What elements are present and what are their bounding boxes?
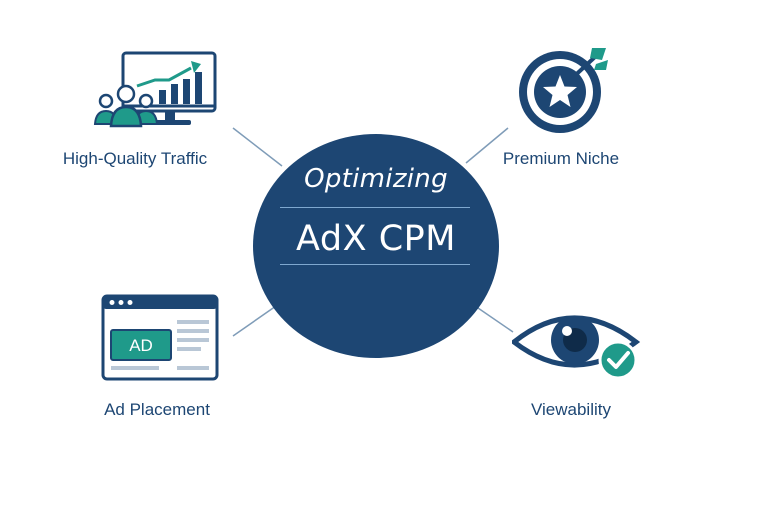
label-ad-placement: Ad Placement xyxy=(104,400,210,419)
connector-traffic xyxy=(232,127,283,167)
connector-viewability xyxy=(477,307,514,333)
label-premium-niche: Premium Niche xyxy=(502,149,620,168)
webpage-ad-icon: AD xyxy=(101,294,219,381)
central-hub-circle: Optimizing AdX CPM xyxy=(253,134,499,358)
hub-title: AdX CPM xyxy=(296,219,456,259)
eye-check-icon xyxy=(512,315,641,380)
connector-niche xyxy=(465,127,509,164)
target-star-icon xyxy=(519,48,608,133)
label-high-quality-traffic: High-Quality Traffic xyxy=(62,149,208,168)
audience-analytics-icon xyxy=(93,51,217,128)
hub-subtitle: Optimizing xyxy=(304,164,448,194)
hub-divider-bottom xyxy=(280,264,470,265)
ad-badge-text: AD xyxy=(129,336,153,355)
connector-placement xyxy=(232,305,277,337)
hub-divider-top xyxy=(280,207,470,208)
label-viewability: Viewability xyxy=(530,400,611,419)
